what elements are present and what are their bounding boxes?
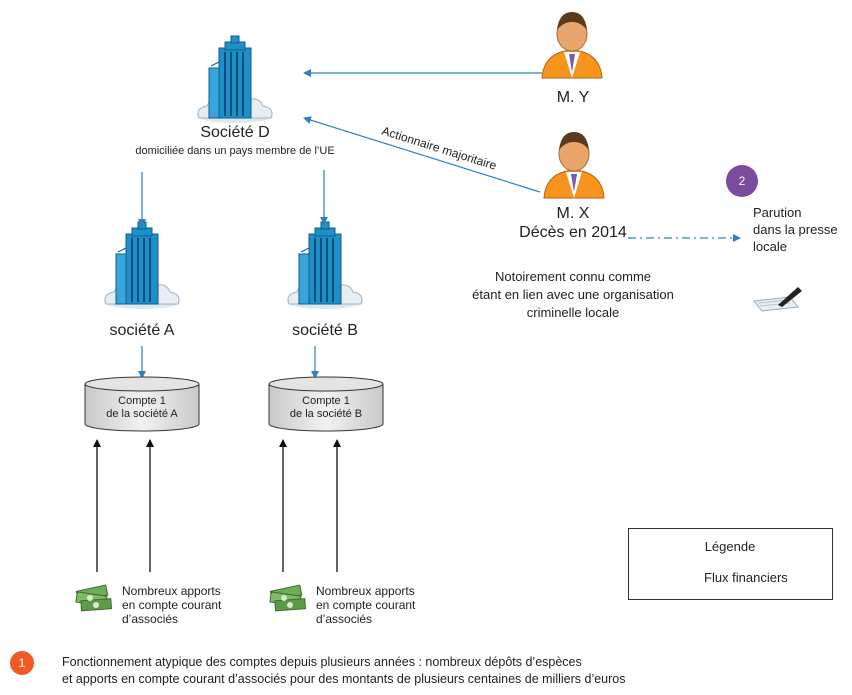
person-icon-m-y [541, 11, 603, 79]
legend-title: Légende [704, 539, 756, 554]
node-title-m-y: M. Y [556, 89, 590, 106]
contrib-a-line-3: d’associés [122, 612, 179, 626]
node-death-m-x: Décès en 2014 [519, 224, 627, 241]
legend-box: Légende Flux financiers [628, 528, 833, 600]
press-line-3: locale [753, 239, 787, 254]
node-subtitle-societe-d: domiciliée dans un pays membre de l’UE [135, 145, 335, 157]
contrib-a-line-1: Nombreux apports [122, 584, 221, 598]
account-cylinder-b [268, 376, 384, 432]
account-a-line-1: Compte 1 [118, 395, 166, 407]
press-line-1: Parution [753, 205, 802, 220]
account-b-line-1: Compte 1 [302, 395, 350, 407]
footnote-line-2: et apports en compte courant d’associés … [62, 672, 626, 686]
node-title-societe-d: Société D [200, 124, 270, 141]
money-icon-b [269, 584, 306, 612]
badge-1: 1 [10, 651, 34, 675]
account-b-line-2: de la société B [289, 408, 363, 420]
person-icon-m-x [543, 131, 605, 199]
badge-2: 2 [726, 165, 758, 197]
building-icon-societe-d [196, 35, 274, 124]
node-note-line-1: Notoirement connu comme [494, 269, 652, 284]
newspaper-pen-icon [753, 287, 802, 312]
account-cylinder-a [84, 376, 200, 432]
node-title-societe-a: société A [109, 322, 175, 339]
contrib-b-line-3: d’associés [316, 612, 373, 626]
building-icon-societe-b [286, 221, 364, 310]
node-title-societe-b: société B [292, 322, 358, 339]
node-note-line-2: étant en lien avec une organisation [472, 287, 674, 302]
contrib-b-line-1: Nombreux apports [316, 584, 415, 598]
node-title-m-x: M. X [556, 205, 590, 222]
money-icon-a [75, 584, 112, 612]
node-note-line-3: criminelle locale [526, 305, 620, 320]
legend-flow-label: Flux financiers [704, 570, 788, 585]
contrib-a-line-2: en compte courant [122, 598, 222, 612]
account-a-line-2: de la société A [106, 408, 178, 420]
arrow-m-x-to-societe-d [303, 116, 541, 193]
contrib-b-line-2: en compte courant [316, 598, 416, 612]
press-line-2: dans la presse [753, 222, 838, 237]
edge-label-actionnaire-majoritaire: Actionnaire majoritaire [380, 124, 498, 173]
building-icon-societe-a [103, 221, 181, 310]
footnote-line-1: Fonctionnement atypique des comptes depu… [62, 655, 582, 669]
